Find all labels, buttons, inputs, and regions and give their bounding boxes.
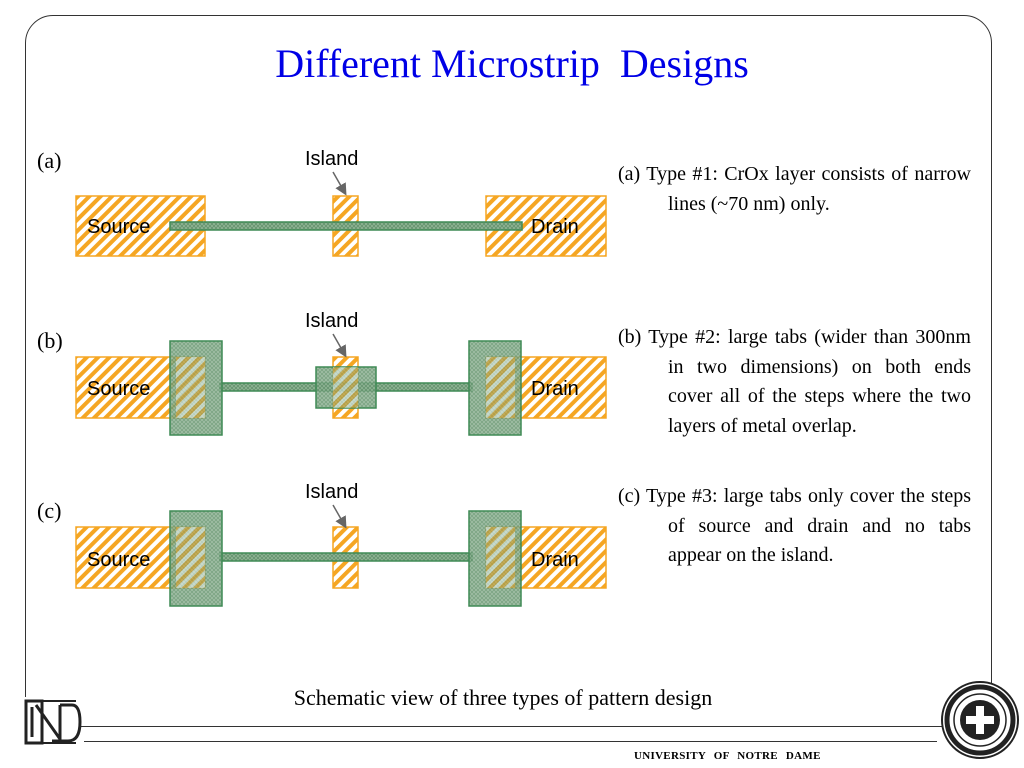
nd-monogram-logo: [22, 697, 82, 747]
panel-label-a: (a): [37, 148, 62, 173]
panel-label-c: (c): [37, 498, 62, 523]
footer-divider: [84, 741, 937, 742]
drain-label: Drain: [531, 378, 579, 400]
drain-overlap: [486, 357, 515, 418]
island-arrow: [332, 504, 347, 529]
island-label: Island: [305, 481, 358, 503]
source-overlap: [176, 357, 205, 418]
diagram-b: Source Drain Island: [75, 310, 607, 436]
source-overlap: [176, 527, 205, 588]
panel-label-b: (b): [37, 328, 63, 353]
diagram-a: Source Drain Island: [75, 148, 607, 257]
island-overlap: [333, 367, 358, 408]
drain-label: Drain: [531, 549, 579, 571]
university-seal-logo: [941, 681, 1019, 759]
diagram-c: Source Drain Island: [75, 481, 607, 607]
drain-label: Drain: [531, 216, 579, 238]
description-a: (a) Type #1: CrOx layer consists of narr…: [618, 163, 971, 215]
description-c: (c) Type #3: large tabs only cover the s…: [618, 485, 971, 566]
island-label: Island: [305, 310, 358, 332]
source-label: Source: [87, 549, 150, 571]
source-label: Source: [87, 216, 150, 238]
slide-title: Different Microstrip Designs: [275, 41, 749, 86]
crox-line: [169, 221, 523, 231]
source-label: Source: [87, 378, 150, 400]
island-arrow: [332, 171, 347, 196]
description-b: (b) Type #2: large tabs (wider than 300n…: [618, 326, 971, 437]
figure-caption: Schematic view of three types of pattern…: [293, 685, 713, 710]
drain-overlap: [486, 527, 515, 588]
footer-university: UNIVERSITY OF NOTRE DAME: [634, 750, 821, 762]
slide-frame: [25, 15, 992, 727]
island-arrow: [332, 333, 347, 358]
island-label: Island: [305, 148, 358, 170]
crox-line: [219, 552, 473, 562]
